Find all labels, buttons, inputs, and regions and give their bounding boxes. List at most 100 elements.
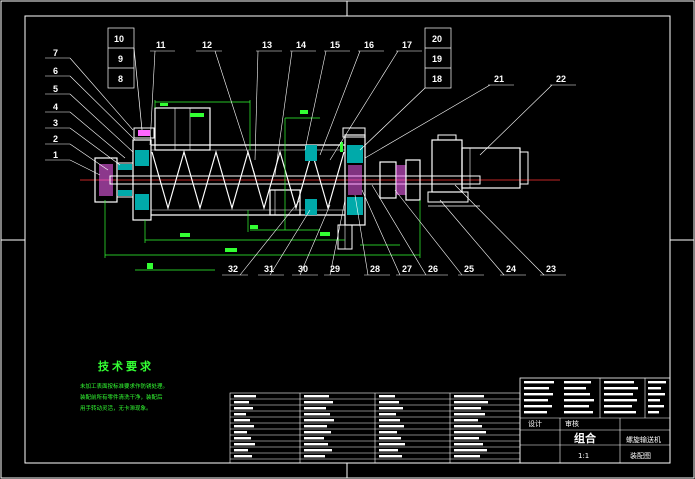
parts-list-text-mark [304,395,329,398]
parts-list-text-mark [304,455,325,458]
title-block-text-mark [564,399,594,402]
parts-list-text-mark [379,419,400,422]
callout-24: 24 [506,264,516,274]
parts-list-text-mark [454,443,483,446]
title-block-text-mark [524,387,549,390]
parts-list-text-mark [304,401,333,404]
title-block-text-mark [564,381,591,384]
title-block-text-mark [524,381,554,384]
callout-14: 14 [296,40,306,50]
callout-29: 29 [330,264,340,274]
parts-list-marks [234,395,488,458]
title-block: 组合 螺旋输送机 装配图 1:1 设计 审核 [519,377,671,464]
callout-1: 1 [53,150,58,160]
parts-list-text-mark [379,407,403,410]
callout-25: 25 [464,264,474,274]
title-block-material: 组合 [574,431,597,445]
parts-list-text-mark [234,449,248,452]
parts-list-text-mark [234,401,249,404]
screw-shaft [109,175,481,185]
callout-10: 10 [114,34,124,44]
title-block-text-mark [604,411,636,414]
callout-27: 27 [402,264,412,274]
title-block-text-mark [524,411,547,414]
parts-list [229,392,521,464]
parts-list-text-mark [304,431,331,434]
title-block-text-mark [648,411,659,414]
part-callouts: 7 6 5 4 3 2 1 [45,27,576,276]
parts-list-text-mark [454,407,481,410]
drive-motor [427,134,529,207]
callout-31: 31 [264,264,274,274]
callout-30: 30 [298,264,308,274]
parts-list-text-mark [234,455,252,458]
title-block-text-mark [524,399,548,402]
parts-list-text-mark [379,449,398,452]
parts-list-text-mark [304,425,327,428]
title-block-text-mark [648,393,665,396]
callout-32: 32 [228,264,238,274]
parts-list-text-mark [234,395,256,398]
callout-23: 23 [546,264,556,274]
callout-26: 26 [428,264,438,274]
title-block-checker: 审核 [565,419,579,428]
title-block-text-mark [648,387,661,390]
callout-5: 5 [53,84,58,94]
parts-list-text-mark [379,395,395,398]
parts-list-text-mark [304,419,334,422]
title-block-drawing-name: 螺旋输送机 [626,435,661,444]
title-block-text-mark [564,393,590,396]
right-bearing-housing [305,127,366,250]
parts-list-text-mark [304,407,326,410]
parts-list-text-mark [454,419,478,422]
parts-list-text-mark [304,443,328,446]
title-block-text-mark [564,405,589,408]
title-block-text-mark [564,387,586,390]
callout-2: 2 [53,134,58,144]
tech-requirement-line-1: 未加工表面按标准要求作防锈处理。 [80,382,168,390]
parts-list-text-mark [454,437,479,440]
parts-list-text-mark [454,425,482,428]
title-block-text-mark [604,393,633,396]
barrel-housing [151,107,345,216]
callout-11: 11 [156,40,166,50]
callout-20: 20 [432,34,442,44]
parts-list-text-mark [379,443,405,446]
left-bearing-housing [132,127,155,221]
technical-requirements: 技术要求 未加工表面按标准要求作防锈处理。 装配前所有零件清洗干净，装配后 用手… [80,359,168,412]
title-block-text-mark [604,381,634,384]
title-block-marks [524,381,666,414]
parts-list-text-mark [234,431,247,434]
title-block-sheet: 装配图 [630,451,651,460]
title-block-text-mark [524,393,553,396]
parts-list-text-mark [234,413,246,416]
parts-list-text-mark [454,413,485,416]
dimension-text-marks [147,103,343,269]
callout-4: 4 [53,102,58,112]
parts-list-text-mark [304,437,324,440]
parts-list-text-mark [454,449,487,452]
title-block-text-mark [524,405,552,408]
callout-28: 28 [370,264,380,274]
callout-8: 8 [118,74,123,84]
screw-conveyor-assembly: 7 6 5 4 3 2 1 [45,27,576,276]
parts-list-text-mark [234,425,254,428]
callout-21: 21 [494,74,504,84]
callout-15: 15 [330,40,340,50]
callout-12: 12 [202,40,212,50]
title-block-text-mark [648,405,664,408]
callout-7: 7 [53,48,58,58]
title-block-ratio: 1:1 [578,452,589,460]
parts-list-text-mark [234,437,251,440]
callout-16: 16 [364,40,374,50]
callout-18: 18 [432,74,442,84]
callout-22: 22 [556,74,566,84]
callout-19: 19 [432,54,442,64]
title-block-text-mark [648,399,660,402]
parts-list-text-mark [379,455,402,458]
parts-list-text-mark [454,431,486,434]
tech-requirement-line-2: 装配前所有零件清洗干净，装配后 [80,393,163,401]
title-block-text-mark [604,405,632,408]
parts-list-text-mark [234,443,255,446]
